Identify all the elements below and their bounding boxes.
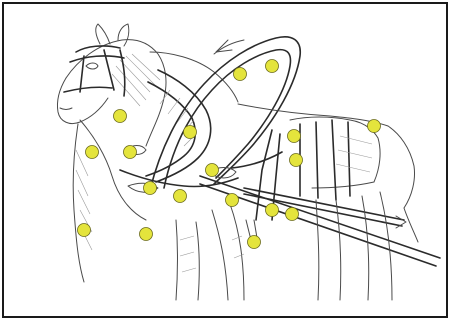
callout-marker [248,236,261,249]
callout-marker [266,60,279,73]
callout-marker [124,146,137,159]
horse-legs-drawing [176,192,392,300]
bridle-drawing [64,46,125,96]
callout-marker [290,154,303,167]
callout-marker [114,110,127,123]
callout-marker [78,224,91,237]
callout-marker [234,68,247,81]
callout-marker [144,182,157,195]
callout-marker [206,164,219,177]
callout-marker [174,190,187,203]
callout-marker [140,228,153,241]
callout-marker [286,208,299,221]
callout-marker [184,126,197,139]
horse-back-drawing [238,104,418,242]
callout-marker [266,204,279,217]
cart-shafts-drawing [200,176,440,266]
marker-layer [78,60,381,249]
shaft-bow-drawing [150,37,300,190]
horse-head-drawing [57,24,166,146]
callout-marker [86,146,99,159]
callout-marker [226,194,239,207]
callout-marker [368,120,381,133]
callout-marker [288,130,301,143]
